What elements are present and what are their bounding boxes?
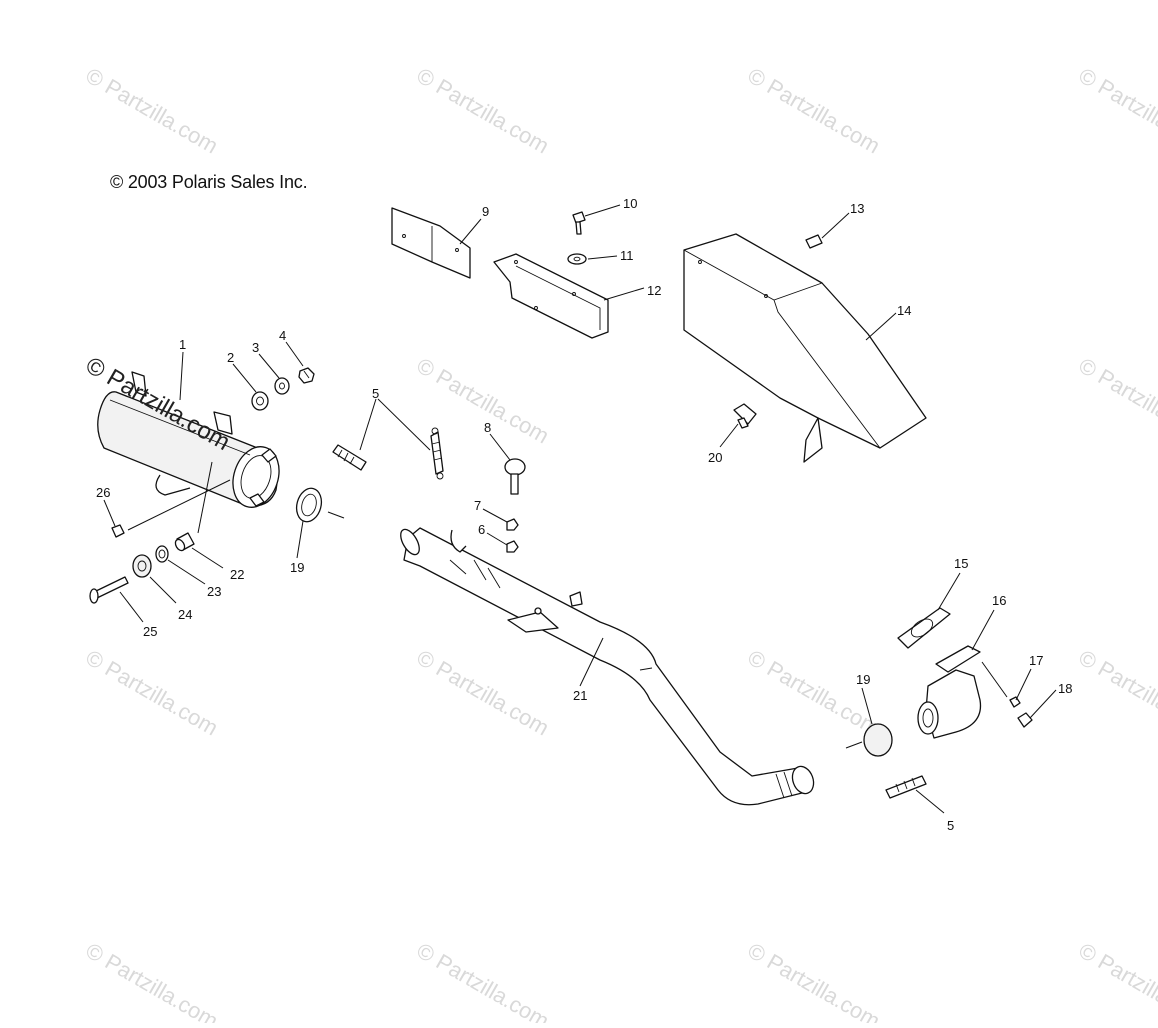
watermark: © Partzilla.com	[1075, 938, 1158, 1023]
watermark: © Partzilla.com	[82, 63, 223, 159]
label-18: 18	[1058, 681, 1072, 696]
watermark: © Partzilla.com	[1075, 645, 1158, 741]
heat-shield-14	[684, 234, 926, 462]
label-3: 3	[252, 340, 259, 355]
washer-23	[156, 546, 168, 562]
label-19-right: 19	[856, 672, 870, 687]
label-9: 9	[482, 204, 489, 219]
gasket-19-right	[864, 724, 892, 756]
copyright-notice: © 2003 Polaris Sales Inc.	[110, 172, 307, 193]
label-1: 1	[179, 337, 186, 352]
label-6: 6	[478, 522, 485, 537]
nut-4	[299, 368, 314, 383]
label-17: 17	[1029, 653, 1043, 668]
watermark: © Partzilla.com	[413, 645, 554, 741]
washer-3	[275, 378, 289, 394]
label-16: 16	[992, 593, 1006, 608]
watermark: © Partzilla.com	[413, 63, 554, 159]
watermark: © Partzilla.com	[744, 63, 885, 159]
label-22: 22	[230, 567, 244, 582]
label-15: 15	[954, 556, 968, 571]
label-25: 25	[143, 624, 157, 639]
watermark: © Partzilla.com	[413, 938, 554, 1023]
label-4: 4	[279, 328, 286, 343]
watermark: © Partzilla.com	[1075, 353, 1158, 449]
label-2: 2	[227, 350, 234, 365]
nut-7	[507, 519, 518, 530]
label-7: 7	[474, 498, 481, 513]
watermark-grid: © Partzilla.com © Partzilla.com © Partzi…	[82, 63, 1158, 1023]
bracket-12	[494, 254, 608, 338]
label-23: 23	[207, 584, 221, 599]
watermark: © Partzilla.com	[1075, 63, 1158, 159]
watermark: © Partzilla.com	[744, 938, 885, 1023]
spring-5-left	[333, 428, 443, 479]
grommet-24	[133, 555, 151, 577]
label-13: 13	[850, 201, 864, 216]
spring-5-right	[886, 776, 926, 798]
bolt-26	[112, 525, 124, 537]
bolt-25	[90, 577, 128, 603]
label-19-left: 19	[290, 560, 304, 575]
bolt-13	[806, 235, 822, 248]
gasket-15	[898, 608, 950, 648]
watermark: © Partzilla.com	[82, 645, 223, 741]
gasket-19-left	[293, 485, 325, 524]
label-20: 20	[708, 450, 722, 465]
mount-8	[505, 459, 525, 494]
washer-2	[252, 392, 268, 410]
label-21: 21	[573, 688, 587, 703]
label-5-top: 5	[372, 386, 379, 401]
label-26: 26	[96, 485, 110, 500]
exhaust-elbow-16	[918, 646, 981, 738]
label-11: 11	[620, 248, 634, 263]
label-12: 12	[647, 283, 661, 298]
label-5-bottom: 5	[947, 818, 954, 833]
watermark: © Partzilla.com	[82, 938, 223, 1023]
label-24: 24	[178, 607, 192, 622]
bracket-9	[392, 208, 470, 278]
label-14: 14	[897, 303, 911, 318]
label-10: 10	[623, 196, 637, 211]
nut-6	[507, 541, 518, 552]
bushing-22	[174, 533, 194, 552]
label-8: 8	[484, 420, 491, 435]
nut-18	[1018, 713, 1032, 727]
nut-17	[1010, 697, 1020, 707]
bolt-10	[573, 212, 585, 234]
washer-11	[568, 254, 586, 264]
